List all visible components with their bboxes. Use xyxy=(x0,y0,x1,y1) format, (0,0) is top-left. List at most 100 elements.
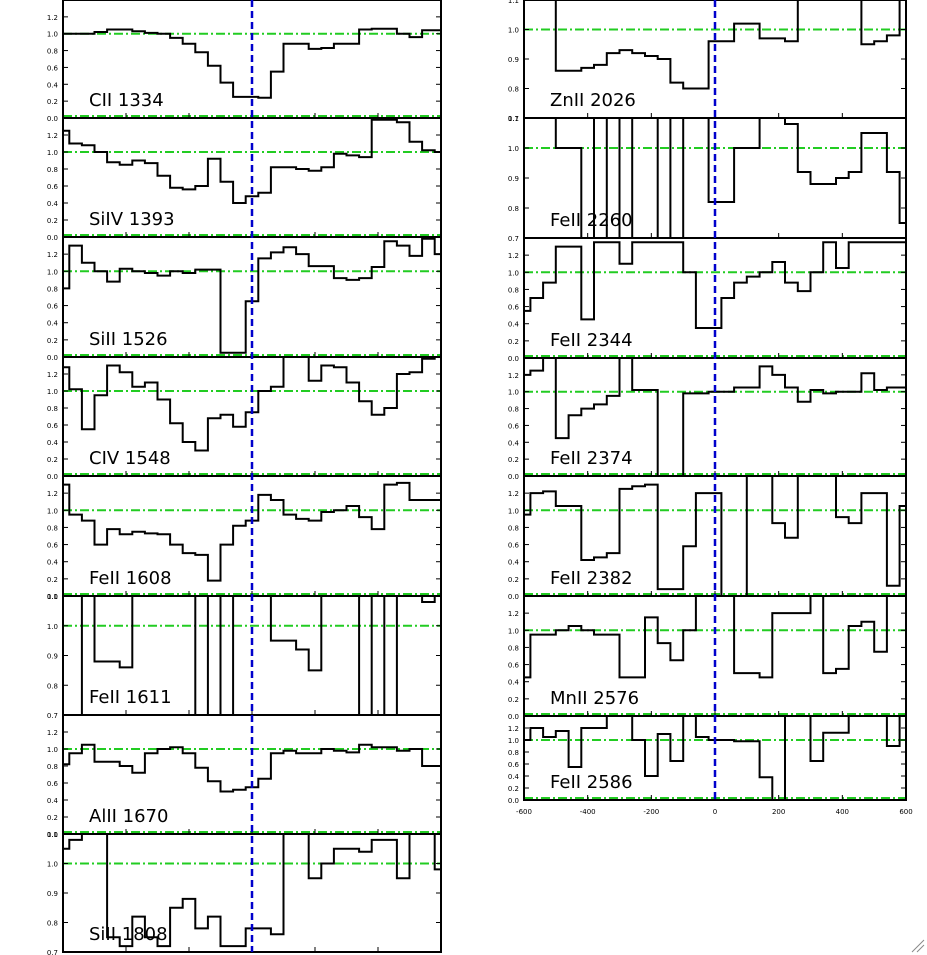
y-tick-label: 0.6 xyxy=(47,64,59,72)
y-tick-label: 0.4 xyxy=(508,679,520,687)
y-tick-label: 1.0 xyxy=(508,627,519,635)
y-tick-label: 1.2 xyxy=(508,725,519,733)
y-tick-label: 0.2 xyxy=(508,456,519,464)
spectrum-trace xyxy=(63,237,441,354)
y-tick-label: 0.6 xyxy=(508,422,520,430)
y-tick-label: 1.0 xyxy=(508,389,519,397)
y-tick-label: 1.2 xyxy=(47,251,58,259)
spectrum-trace xyxy=(63,481,441,582)
y-tick-label: 1.0 xyxy=(47,507,58,515)
x-tick-label: 400 xyxy=(836,808,849,816)
y-tick-label: 1.0 xyxy=(508,27,519,35)
y-tick-label: 1.1 xyxy=(508,115,519,123)
y-tick-label: 1.2 xyxy=(47,371,58,379)
y-tick-label: 0.4 xyxy=(47,559,59,567)
y-tick-label: 0.8 xyxy=(508,406,519,414)
resize-grip-icon[interactable] xyxy=(911,939,925,953)
y-tick-label: 0.0 xyxy=(47,115,58,123)
y-tick-label: 0.0 xyxy=(47,593,58,601)
spectrum-trace xyxy=(63,27,441,99)
y-tick-label: 0.8 xyxy=(47,682,58,690)
x-tick-label: -600 xyxy=(516,808,532,816)
y-tick-label: 0.8 xyxy=(508,86,519,94)
y-tick-label: 0.4 xyxy=(47,81,59,89)
y-tick-label: 0.8 xyxy=(508,286,519,294)
panel-label: ZnII 2026 xyxy=(550,90,636,111)
panel-label: SiII 1526 xyxy=(89,329,168,350)
y-tick-label: 0.9 xyxy=(47,890,58,898)
y-tick-label: 0.4 xyxy=(47,200,59,208)
y-tick-label: 0.7 xyxy=(47,949,58,955)
y-tick-label: 0.6 xyxy=(508,761,520,769)
y-tick-label: 0.2 xyxy=(47,814,58,822)
y-tick-label: 0.6 xyxy=(47,183,59,191)
y-tick-label: 0.8 xyxy=(47,405,58,413)
panel-label: FeII 2586 xyxy=(550,772,633,793)
x-tick-label: 0 xyxy=(713,808,717,816)
y-tick-label: 0.0 xyxy=(47,473,58,481)
y-tick-label: 0.4 xyxy=(508,321,520,329)
y-tick-label: 0.4 xyxy=(47,439,59,447)
y-tick-label: 0.8 xyxy=(508,749,519,757)
y-tick-label: 1.0 xyxy=(508,507,519,515)
panel-label: FeII 1608 xyxy=(89,568,172,589)
y-tick-label: 0.4 xyxy=(47,320,59,328)
spectrum-trace xyxy=(63,118,441,204)
y-tick-label: 1.2 xyxy=(47,14,58,22)
y-tick-label: 1.0 xyxy=(508,737,519,745)
panel-label: FeII 2382 xyxy=(550,568,633,589)
y-tick-label: 1.2 xyxy=(508,490,519,498)
y-tick-label: 1.2 xyxy=(508,610,519,618)
y-tick-label: 1.1 xyxy=(47,831,58,839)
spectrum-trace xyxy=(524,715,906,801)
y-tick-label: 1.0 xyxy=(47,861,58,869)
y-tick-label: 0.2 xyxy=(508,785,519,793)
y-tick-label: 0.4 xyxy=(508,559,520,567)
y-tick-label: 0.6 xyxy=(508,662,520,670)
y-tick-label: 0.9 xyxy=(508,175,519,183)
y-tick-label: 0.2 xyxy=(47,337,58,345)
y-tick-label: 0.8 xyxy=(47,524,58,532)
panel-label: FeII 2260 xyxy=(550,210,633,231)
y-tick-label: 1.0 xyxy=(47,31,58,39)
y-tick-label: 0.6 xyxy=(47,303,59,311)
spectrum-trace xyxy=(524,357,906,477)
panel-label: CIV 1548 xyxy=(89,448,171,469)
y-tick-label: 0.4 xyxy=(47,797,59,805)
y-tick-label: 1.0 xyxy=(508,145,519,153)
y-tick-label: 0.8 xyxy=(508,644,519,652)
y-tick-label: 0.2 xyxy=(47,217,58,225)
panel-label: FeII 2344 xyxy=(550,330,633,351)
y-tick-label: 0.2 xyxy=(508,338,519,346)
y-tick-label: 0.2 xyxy=(47,456,58,464)
x-tick-label: -400 xyxy=(580,808,596,816)
panel-label: FeII 1611 xyxy=(89,687,172,708)
y-tick-label: 0.0 xyxy=(47,354,58,362)
y-tick-label: 1.0 xyxy=(508,269,519,277)
y-tick-label: 0.0 xyxy=(47,831,58,839)
y-tick-label: 0.6 xyxy=(508,542,520,550)
y-tick-label: 0.2 xyxy=(47,98,58,106)
y-tick-label: 1.0 xyxy=(47,268,58,276)
y-tick-label: 0.9 xyxy=(47,653,58,661)
spectrum-trace xyxy=(524,241,906,329)
spectrum-trace xyxy=(524,0,906,90)
x-tick-label: -200 xyxy=(643,808,659,816)
y-tick-label: 1.2 xyxy=(508,252,519,260)
y-tick-label: 0.8 xyxy=(508,205,519,213)
y-tick-label: 0.6 xyxy=(47,542,59,550)
panel-label: MnII 2576 xyxy=(550,688,639,709)
y-tick-label: 1.2 xyxy=(47,490,58,498)
spectrum-trace xyxy=(63,743,441,793)
